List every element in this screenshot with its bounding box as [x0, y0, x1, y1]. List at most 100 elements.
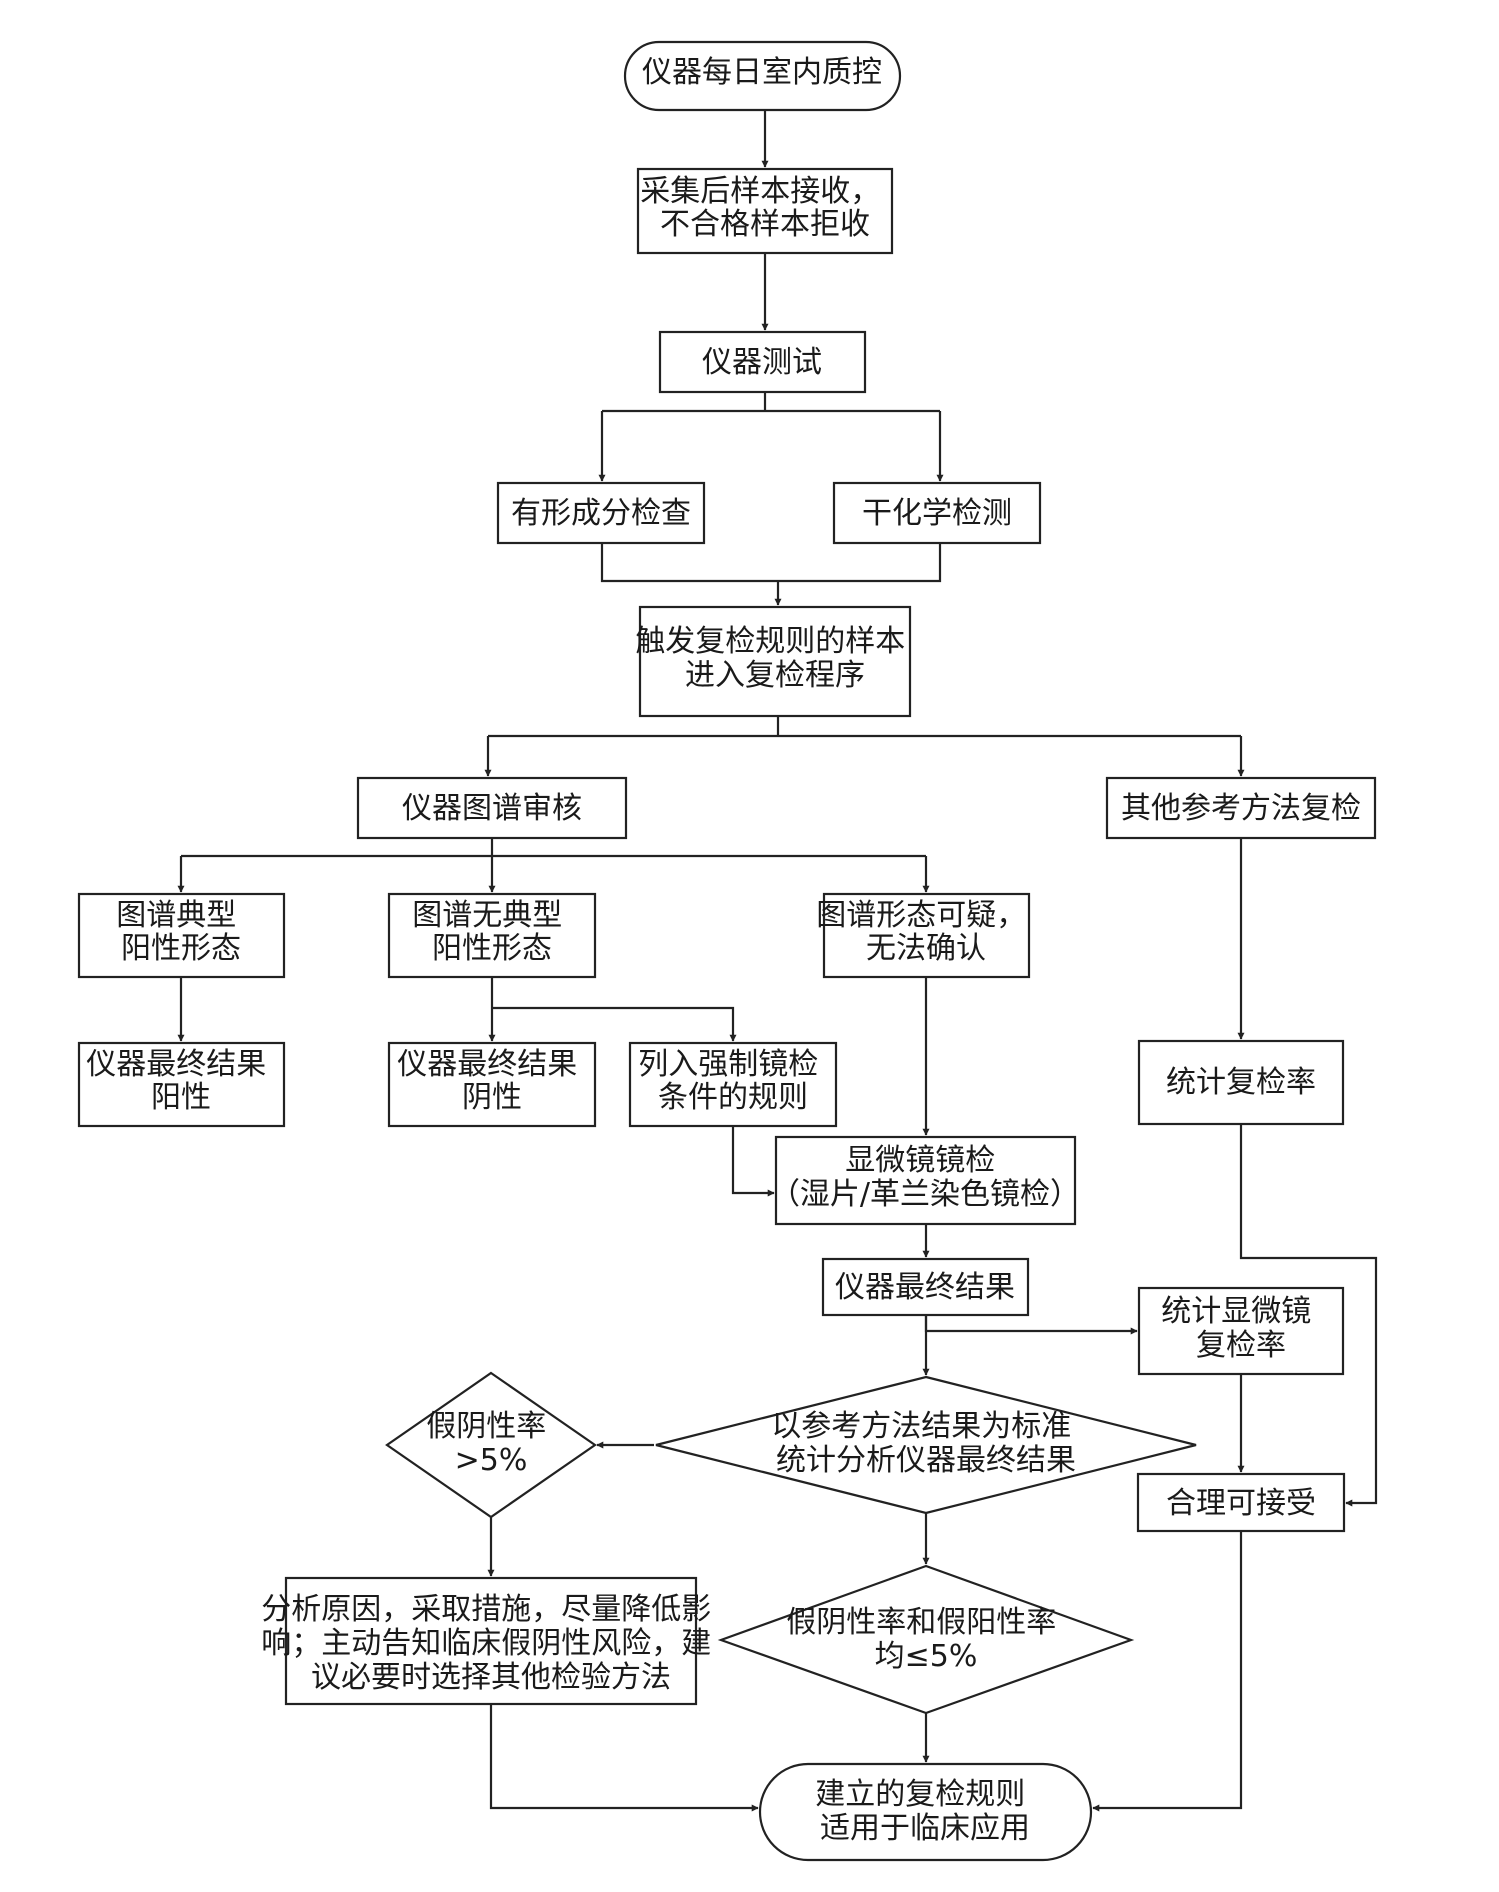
terminator-shape — [758, 1762, 1093, 1862]
svg-text:采集后样本接收， 不合格样本拒收: 采集后样本接收， 不合格样本拒收 — [640, 174, 890, 242]
node-label: 无法确认 — [866, 931, 986, 966]
edge-notypical-to-mandatory — [492, 1006, 737, 1042]
node-label: 列入强制镜检 — [638, 1047, 818, 1082]
node-final-result: 仪器最终结果 — [821, 1257, 1030, 1317]
node-label: 干化学检测 — [862, 496, 1012, 531]
process-box — [284, 1576, 698, 1706]
process-box — [496, 481, 706, 545]
decision-diamond — [717, 1564, 1135, 1715]
node-label: 复检率 — [1196, 1328, 1286, 1363]
node-label: 触发复检规则的样本 — [635, 624, 905, 659]
node-label: 阴性 — [462, 1080, 522, 1115]
node-label: 图谱典型 — [116, 898, 236, 933]
node-label: 响；主动告知临床假阴性风险，建 — [261, 1626, 711, 1661]
process-box — [77, 1041, 286, 1128]
node-label: 统计复检率 — [1166, 1065, 1316, 1100]
connector-lines — [177, 110, 1378, 1812]
node-label: 阳性形态 — [121, 931, 241, 966]
process-box — [638, 605, 912, 718]
svg-text:仪器测试: 仪器测试 — [702, 345, 822, 380]
node-label: 议必要时选择其他检验方法 — [311, 1660, 671, 1695]
node-microscopy: 显微镜镜检 （湿片/革兰染色镜检） — [770, 1135, 1080, 1226]
process-box — [774, 1135, 1077, 1226]
node-suspicious: 图谱形态可疑， 无法确认 — [816, 892, 1036, 979]
node-label: 合理可接受 — [1166, 1486, 1316, 1521]
edge-reasonable-to-establish — [1092, 1531, 1243, 1812]
node-graph-review: 仪器图谱审核 — [356, 776, 628, 840]
node-label: 统计显微镜 — [1161, 1294, 1311, 1329]
node-establish-rules: 建立的复检规则 适用于临床应用 — [758, 1762, 1093, 1862]
node-label: 仪器最终结果 — [397, 1047, 577, 1082]
node-final-negative: 仪器最终结果 阴性 — [387, 1041, 597, 1128]
node-label: 假阴性率 — [426, 1409, 546, 1444]
node-label: 有形成分检查 — [511, 496, 691, 531]
node-label: 不合格样本拒收 — [660, 207, 870, 242]
svg-text:图谱形态可疑， 无法确认: 图谱形态可疑， 无法确认 — [816, 898, 1036, 966]
process-box — [1105, 776, 1377, 840]
svg-text:仪器最终结果: 仪器最终结果 — [835, 1270, 1015, 1305]
node-compare-ref: 以参考方法结果为标准 统计分析仪器最终结果 — [655, 1375, 1197, 1515]
node-label: 阳性 — [151, 1080, 211, 1115]
process-box — [387, 1041, 597, 1128]
node-instrument-test: 仪器测试 — [658, 330, 867, 394]
node-label: 分析原因，采取措施，尽量降低影 — [261, 1592, 711, 1627]
node-false-neg: 假阴性率 >5% — [385, 1371, 597, 1519]
process-box — [1137, 1286, 1345, 1376]
node-label: 仪器最终结果 — [86, 1047, 266, 1082]
process-box — [821, 1257, 1030, 1317]
svg-text:以参考方法结果为标准 统计分析仪器最终结果: 以参考方法结果为标准 统计分析仪器最终结果 — [771, 1409, 1081, 1478]
decision-diamond — [385, 1371, 597, 1519]
node-label: 其他参考方法复检 — [1121, 791, 1361, 826]
node-final-positive: 仪器最终结果 阳性 — [77, 1041, 286, 1128]
edge-review-split — [181, 838, 926, 858]
node-label: 以参考方法结果为标准 — [771, 1409, 1071, 1444]
node-label: 仪器图谱审核 — [402, 791, 582, 826]
node-label: 仪器最终结果 — [835, 1270, 1015, 1305]
process-box — [636, 167, 894, 255]
svg-text:图谱无典型 阳性形态: 图谱无典型 阳性形态 — [412, 898, 572, 966]
node-label: 仪器测试 — [702, 345, 822, 380]
svg-text:假阴性率 >5%: 假阴性率 >5% — [426, 1409, 556, 1478]
node-sample-receive: 采集后样本接收， 不合格样本拒收 — [636, 167, 894, 255]
svg-text:仪器图谱审核: 仪器图谱审核 — [402, 791, 582, 826]
edge-merge-to-trigger — [600, 543, 942, 605]
node-label: 仪器每日室内质控 — [642, 55, 882, 90]
edge-analyze-to-establish — [489, 1704, 759, 1812]
svg-text:图谱典型 阳性形态: 图谱典型 阳性形态 — [116, 898, 246, 966]
svg-text:触发复检规则的样本 进入复检程序: 触发复检规则的样本 进入复检程序 — [635, 624, 915, 693]
node-formed-element: 有形成分检查 — [496, 481, 706, 545]
edge-final-to-stat-micro — [924, 1315, 1138, 1335]
node-daily-qc: 仪器每日室内质控 — [623, 40, 902, 112]
edge-mandatory-to-microscopy — [731, 1126, 775, 1197]
process-box — [1137, 1039, 1345, 1126]
decision-diamond — [655, 1375, 1197, 1515]
node-mandatory-rule: 列入强制镜检 条件的规则 — [628, 1041, 838, 1128]
node-no-typical: 图谱无典型 阳性形态 — [387, 892, 597, 979]
svg-text:其他参考方法复检: 其他参考方法复检 — [1121, 791, 1361, 826]
node-label: 采集后样本接收， — [640, 174, 880, 209]
node-label: 建立的复检规则 — [815, 1777, 1025, 1812]
svg-text:列入强制镜检 条件的规则: 列入强制镜检 条件的规则 — [638, 1047, 828, 1115]
node-label: 统计分析仪器最终结果 — [776, 1443, 1076, 1478]
process-box — [1136, 1472, 1346, 1533]
process-box — [822, 892, 1031, 979]
process-box — [77, 892, 286, 979]
svg-text:统计复检率: 统计复检率 — [1166, 1065, 1316, 1100]
svg-text:仪器最终结果 阴性: 仪器最终结果 阴性 — [397, 1047, 587, 1115]
node-typical-positive: 图谱典型 阳性形态 — [77, 892, 286, 979]
node-stat-micro: 统计显微镜 复检率 — [1137, 1286, 1345, 1376]
svg-text:有形成分检查: 有形成分检查 — [511, 496, 691, 531]
svg-text:仪器最终结果 阳性: 仪器最终结果 阳性 — [86, 1047, 276, 1115]
edge-stat-recheck-to-reasonable — [1239, 1124, 1378, 1507]
node-label: 均≤5% — [875, 1639, 978, 1674]
terminator-shape — [623, 40, 902, 112]
svg-text:合理可接受: 合理可接受 — [1166, 1486, 1316, 1521]
edge-test-split — [602, 392, 940, 413]
node-label: 阳性形态 — [432, 931, 552, 966]
svg-text:分析原因，采取措施，尽量降低影 响；主动告知临床: 分析原因，采取措施，尽量降低影 响；主动告知临床假阴性风险，建 议必要时选择其他… — [261, 1592, 721, 1695]
process-box — [387, 892, 597, 979]
edge-trigger-split — [488, 716, 1241, 738]
node-label: 适用于临床应用 — [820, 1811, 1030, 1846]
node-trigger-recheck: 触发复检规则的样本 进入复检程序 — [635, 605, 915, 718]
